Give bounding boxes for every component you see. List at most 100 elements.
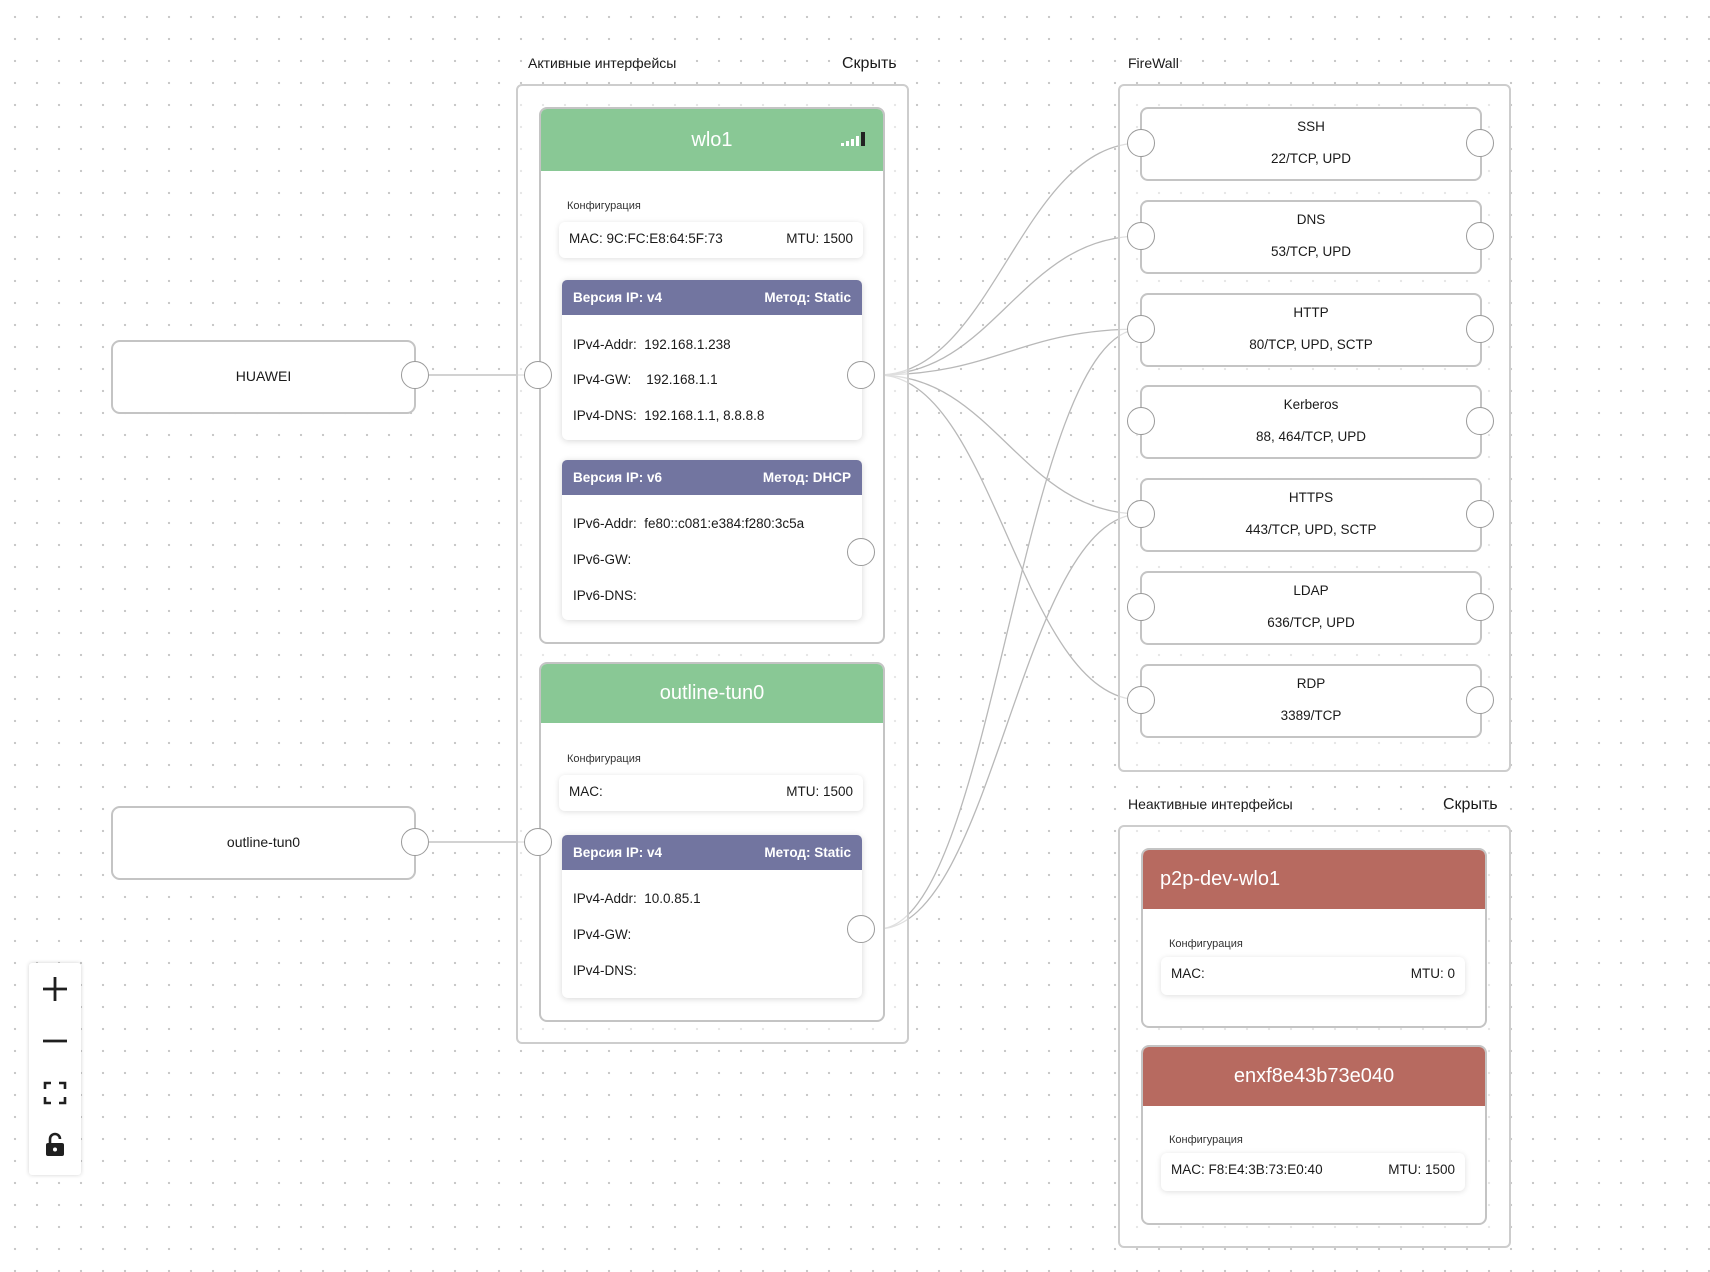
- minus-icon: [43, 1039, 67, 1043]
- ip-version: Версия IP: v4: [573, 845, 662, 860]
- interface-header: outline-tun0: [541, 664, 883, 723]
- rdp-output-handle[interactable]: [1466, 686, 1494, 714]
- ipv6-dns: IPv6-DNS:: [573, 588, 637, 603]
- ip-panel-header: Версия IP: v4 Метод: Static: [562, 835, 862, 870]
- dns-output-handle[interactable]: [1466, 222, 1494, 250]
- mac-value: MAC:: [1171, 966, 1205, 981]
- mac-value: MAC:: [569, 784, 603, 799]
- firewall-rule-kerberos[interactable]: Kerberos 88, 464/TCP, UPD: [1140, 385, 1482, 459]
- wlo1-v6-output-handle[interactable]: [847, 538, 875, 566]
- rule-name: DNS: [1296, 212, 1326, 227]
- ip-version: Версия IP: v4: [573, 290, 662, 305]
- rdp-input-handle[interactable]: [1127, 686, 1155, 714]
- interface-name: enxf8e43b73e040: [1233, 1065, 1395, 1087]
- firewall-rule-ssh[interactable]: SSH 22/TCP, UPD: [1140, 107, 1482, 181]
- mac-value: MAC: F8:E4:3B:73:E0:40: [1171, 1162, 1323, 1177]
- ip-method: Метод: Static: [764, 290, 851, 305]
- ip-panel-v4: Версия IP: v4 Метод: Static IPv4-Addr: 1…: [562, 280, 862, 440]
- https-input-handle[interactable]: [1127, 500, 1155, 528]
- http-output-handle[interactable]: [1466, 315, 1494, 343]
- http-input-handle[interactable]: [1127, 315, 1155, 343]
- interface-header: enxf8e43b73e040: [1143, 1047, 1485, 1106]
- mtu-value: MTU: 1500: [786, 231, 853, 246]
- ip-method: Метод: Static: [764, 845, 851, 860]
- config-row: MAC: 9C:FC:E8:64:5F:73 MTU: 1500: [559, 222, 863, 258]
- mtu-value: MTU: 1500: [1388, 1162, 1455, 1177]
- firewall-rule-rdp[interactable]: RDP 3389/TCP: [1140, 664, 1482, 738]
- fit-view-button[interactable]: [29, 1067, 81, 1119]
- source-handle-outline-tun0[interactable]: [401, 828, 429, 856]
- rule-name: RDP: [1296, 676, 1326, 691]
- ip-panel-header: Версия IP: v6 Метод: DHCP: [562, 460, 862, 495]
- outline-tun0-input-handle[interactable]: [524, 828, 552, 856]
- inactive-group-hide-button[interactable]: Скрыть: [1443, 796, 1498, 813]
- mac-value: MAC: 9C:FC:E8:64:5F:73: [569, 231, 723, 246]
- zoom-in-button[interactable]: [29, 963, 81, 1015]
- source-node-label: HUAWEI: [235, 368, 292, 384]
- firewall-rule-ldap[interactable]: LDAP 636/TCP, UPD: [1140, 571, 1482, 645]
- interface-card-enxf8e43b73e040[interactable]: enxf8e43b73e040 Конфигурация MAC: F8:E4:…: [1141, 1045, 1487, 1225]
- interface-card-p2p-dev-wlo1[interactable]: p2p-dev-wlo1 Конфигурация MAC: MTU: 0: [1141, 848, 1487, 1028]
- dns-input-handle[interactable]: [1127, 222, 1155, 250]
- ipv6-gw: IPv6-GW:: [573, 552, 632, 567]
- rule-name: SSH: [1297, 119, 1325, 134]
- firewall-rule-dns[interactable]: DNS 53/TCP, UPD: [1140, 200, 1482, 274]
- https-output-handle[interactable]: [1466, 500, 1494, 528]
- firewall-rule-https[interactable]: HTTPS 443/TCP, UPD, SCTP: [1140, 478, 1482, 552]
- edge-wlo1-ssh: [877, 142, 1142, 376]
- outline-tun0-v4-output-handle[interactable]: [847, 915, 875, 943]
- ldap-input-handle[interactable]: [1127, 593, 1155, 621]
- source-node-huawei[interactable]: HUAWEI: [111, 340, 416, 414]
- edge-wlo1-https: [877, 374, 1142, 515]
- wlo1-input-handle[interactable]: [524, 361, 552, 389]
- active-group-title: Активные интерфейсы: [528, 55, 677, 71]
- interface-name: p2p-dev-wlo1: [1160, 868, 1281, 890]
- edge-tun0-https: [877, 513, 1142, 930]
- ip-version: Версия IP: v6: [573, 470, 662, 485]
- rule-name: LDAP: [1293, 583, 1329, 598]
- firewall-rule-http[interactable]: HTTP 80/TCP, UPD, SCTP: [1140, 293, 1482, 367]
- kerberos-output-handle[interactable]: [1466, 407, 1494, 435]
- source-node-label: outline-tun0: [226, 834, 301, 850]
- unlock-icon: [46, 1132, 64, 1156]
- edge-tun0-http: [877, 328, 1142, 930]
- kerberos-input-handle[interactable]: [1127, 407, 1155, 435]
- active-group-hide-button[interactable]: Скрыть: [842, 55, 897, 72]
- config-label: Конфигурация: [1169, 1134, 1243, 1146]
- interface-header: p2p-dev-wlo1: [1143, 850, 1485, 909]
- interface-name: outline-tun0: [659, 682, 765, 704]
- config-row: MAC: F8:E4:3B:73:E0:40 MTU: 1500: [1161, 1153, 1465, 1191]
- plus-icon: [43, 977, 67, 1001]
- lock-toggle-button[interactable]: [29, 1119, 81, 1171]
- ipv4-dns: IPv4-DNS: 192.168.1.1, 8.8.8.8: [573, 408, 765, 423]
- wlo1-v4-output-handle[interactable]: [847, 361, 875, 389]
- interface-card-wlo1[interactable]: wlo1 Конфигурация MAC: 9C:FC:E8:64:5F:73…: [539, 107, 885, 644]
- ssh-input-handle[interactable]: [1127, 129, 1155, 157]
- rule-ports: 636/TCP, UPD: [1267, 615, 1355, 630]
- inactive-group-title: Неактивные интерфейсы: [1128, 796, 1293, 812]
- zoom-out-button[interactable]: [29, 1015, 81, 1067]
- interface-name: wlo1: [691, 129, 733, 151]
- ip-panel-v4: Версия IP: v4 Метод: Static IPv4-Addr: 1…: [562, 835, 862, 998]
- fit-view-icon: [43, 1081, 67, 1105]
- source-handle-huawei[interactable]: [401, 361, 429, 389]
- rule-name: HTTPS: [1288, 490, 1334, 505]
- ipv4-gw: IPv4-GW:: [573, 927, 632, 942]
- ssh-output-handle[interactable]: [1466, 129, 1494, 157]
- rule-ports: 3389/TCP: [1280, 708, 1342, 723]
- edge-wlo1-rdp: [877, 374, 1142, 701]
- source-node-outline-tun0[interactable]: outline-tun0: [111, 806, 416, 880]
- rule-ports: 80/TCP, UPD, SCTP: [1249, 337, 1373, 352]
- config-row: MAC: MTU: 1500: [559, 775, 863, 811]
- ldap-output-handle[interactable]: [1466, 593, 1494, 621]
- mtu-value: MTU: 0: [1410, 966, 1455, 981]
- rule-name: Kerberos: [1283, 397, 1339, 412]
- edge-wlo1-http: [877, 328, 1142, 376]
- config-label: Конфигурация: [1169, 938, 1243, 950]
- ipv4-addr: IPv4-Addr: 192.168.1.238: [573, 337, 731, 352]
- signal-bars-icon: [841, 132, 865, 146]
- rule-ports: 53/TCP, UPD: [1270, 244, 1352, 259]
- ipv6-addr: IPv6-Addr: fe80::c081:e384:f280:3c5a: [573, 516, 805, 531]
- interface-card-outline-tun0[interactable]: outline-tun0 Конфигурация MAC: MTU: 1500…: [539, 662, 885, 1022]
- rule-ports: 22/TCP, UPD: [1270, 151, 1352, 166]
